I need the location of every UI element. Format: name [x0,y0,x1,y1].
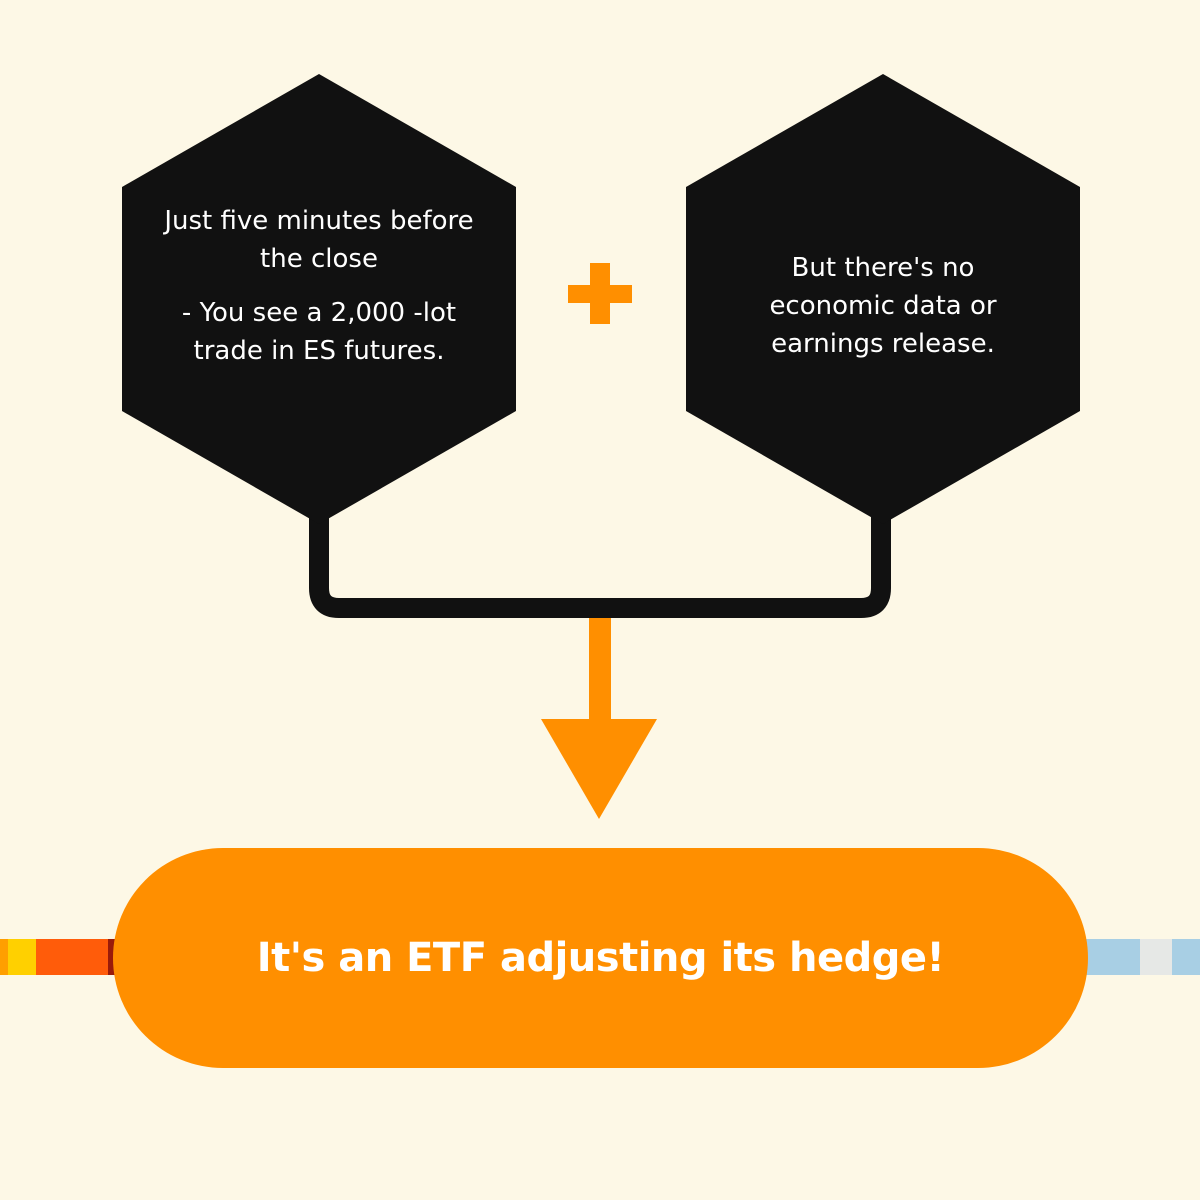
stripe-segment-yellow-2 [14,939,36,975]
stripe-segment-dark-red [108,939,116,975]
stripe-segment-light-blue [1080,939,1140,975]
result-pill [113,848,1088,1068]
left-hexagon [122,74,516,524]
right-hexagon-line: But there's no economic data or earnings… [769,253,997,359]
plus-icon [568,263,632,324]
left-hexagon-line-2: - You see a 2,000 -lot trade in ES futur… [181,298,457,366]
left-hexagon-text: Just five minutes before the close - You… [160,202,478,370]
right-hexagon-text: But there's no economic data or earnings… [730,249,1036,363]
stripe-segment-amber [0,939,8,975]
result-text: It's an ETF adjusting its hedge! [256,935,945,981]
stripe-segment-red-orange [36,939,108,975]
stripe-segment-light-gray [1140,939,1172,975]
left-hexagon-line-1: Just five minutes before the close [164,206,474,274]
decorative-stripe-right [1080,939,1200,975]
right-hexagon [686,74,1080,524]
stripe-segment-light-blue-2 [1172,939,1200,975]
decorative-stripe-left [0,939,116,975]
connector-bracket [309,505,891,618]
down-arrow-icon [541,618,657,819]
